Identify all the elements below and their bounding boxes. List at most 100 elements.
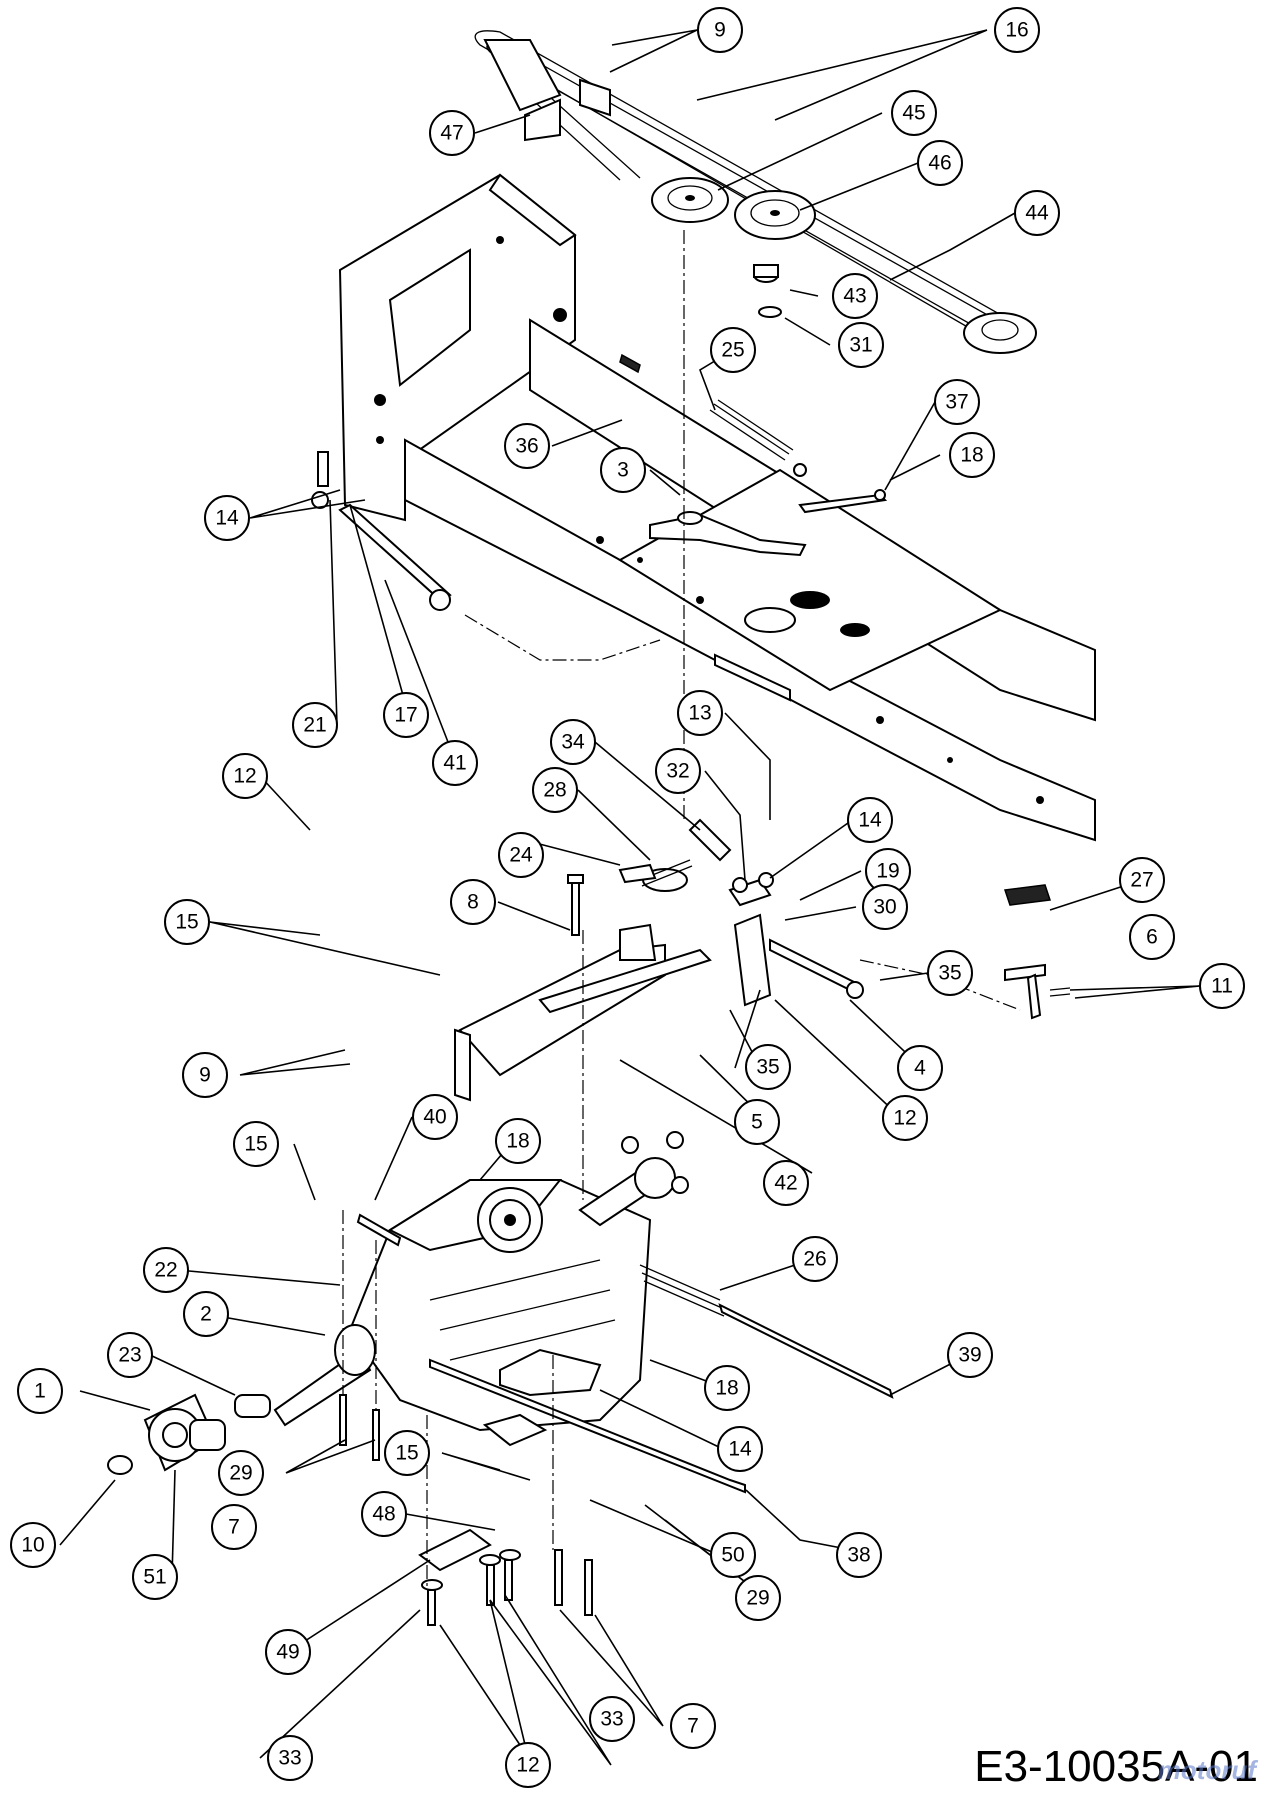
clutch-bracket-3	[649, 511, 807, 557]
svg-text:9: 9	[714, 19, 726, 42]
spring-25	[709, 399, 807, 477]
callout-19: 19	[865, 848, 911, 894]
callout-41: 41	[432, 740, 478, 786]
svg-text:48: 48	[372, 1503, 395, 1526]
svg-text:10: 10	[21, 1534, 44, 1557]
callout-44: 44	[1014, 190, 1060, 236]
svg-text:17: 17	[394, 704, 417, 727]
callout-35: 35	[927, 950, 973, 996]
idler-pulley-46	[734, 190, 816, 240]
bracket-47	[483, 39, 611, 142]
svg-text:30: 30	[873, 896, 896, 919]
callout-18: 18	[704, 1365, 750, 1411]
svg-text:38: 38	[847, 1544, 870, 1567]
callout-18: 18	[495, 1118, 541, 1164]
washer-10	[107, 1455, 133, 1475]
shaft-5	[454, 923, 712, 1102]
washer-31	[758, 306, 782, 318]
callout-47: 47	[429, 110, 475, 156]
svg-text:46: 46	[928, 152, 951, 175]
svg-text:12: 12	[233, 765, 256, 788]
callout-27: 27	[1119, 857, 1165, 903]
callout-1: 1	[17, 1368, 63, 1414]
svg-text:47: 47	[440, 122, 463, 145]
svg-text:34: 34	[561, 731, 585, 754]
svg-text:9: 9	[199, 1064, 211, 1087]
svg-text:15: 15	[175, 911, 198, 934]
callout-9: 9	[697, 7, 743, 53]
callout-22: 22	[143, 1247, 189, 1293]
drawing-code: E3-10035A-01	[974, 1742, 1258, 1791]
svg-text:16: 16	[1005, 19, 1028, 42]
callout-45: 45	[891, 90, 937, 136]
link-4	[769, 938, 864, 999]
callout-3: 3	[600, 447, 646, 493]
svg-text:7: 7	[687, 1715, 699, 1738]
callout-15: 15	[164, 899, 210, 945]
svg-text:1: 1	[34, 1380, 46, 1403]
callout-5: 5	[734, 1099, 780, 1145]
svg-text:25: 25	[721, 339, 744, 362]
svg-text:36: 36	[515, 435, 538, 458]
callout-12: 12	[882, 1095, 928, 1141]
svg-text:51: 51	[143, 1566, 166, 1589]
svg-text:15: 15	[244, 1133, 267, 1156]
callout-4: 4	[897, 1045, 943, 1091]
svg-text:3: 3	[617, 459, 629, 482]
callout-36: 36	[504, 423, 550, 469]
svg-text:35: 35	[756, 1056, 779, 1079]
svg-text:49: 49	[276, 1641, 299, 1664]
callout-39: 39	[947, 1332, 993, 1378]
svg-text:24: 24	[509, 844, 533, 867]
callout-42: 42	[763, 1160, 809, 1206]
callout-12: 12	[222, 753, 268, 799]
svg-text:23: 23	[118, 1344, 141, 1367]
svg-text:14: 14	[858, 809, 882, 832]
svg-text:11: 11	[1211, 975, 1233, 998]
bolt-8	[567, 874, 584, 936]
svg-text:39: 39	[958, 1344, 981, 1367]
callout-10: 10	[10, 1522, 56, 1568]
svg-text:8: 8	[467, 891, 479, 914]
bracket-50	[482, 1348, 602, 1447]
rod-41	[311, 451, 452, 611]
callout-18: 18	[949, 432, 995, 478]
svg-text:14: 14	[215, 507, 239, 530]
callout-12: 12	[505, 1742, 551, 1788]
watermark: motoruf	[1157, 1755, 1256, 1785]
idler-pulley-45	[651, 177, 729, 223]
svg-text:29: 29	[229, 1462, 252, 1485]
callout-50: 50	[710, 1532, 756, 1578]
callout-32: 32	[655, 748, 701, 794]
svg-text:42: 42	[774, 1172, 797, 1195]
callout-17: 17	[383, 692, 429, 738]
callout-28: 28	[532, 767, 578, 813]
callout-14: 14	[204, 495, 250, 541]
callout-34: 34	[550, 719, 596, 765]
svg-text:21: 21	[303, 714, 326, 737]
hub-1	[143, 1393, 226, 1472]
callout-15: 15	[233, 1121, 279, 1167]
svg-text:45: 45	[902, 102, 925, 125]
svg-text:27: 27	[1130, 869, 1153, 892]
svg-text:18: 18	[960, 444, 983, 467]
svg-text:2: 2	[200, 1303, 212, 1326]
svg-text:7: 7	[228, 1516, 240, 1539]
callout-51: 51	[132, 1554, 178, 1600]
engine-pulley	[963, 312, 1037, 354]
rod-37	[798, 489, 888, 514]
svg-text:31: 31	[849, 334, 872, 357]
svg-text:32: 32	[666, 760, 689, 783]
svg-text:4: 4	[914, 1057, 926, 1080]
svg-text:33: 33	[278, 1747, 301, 1770]
callout-35: 35	[745, 1044, 791, 1090]
svg-text:15: 15	[395, 1442, 418, 1465]
svg-text:29: 29	[746, 1587, 769, 1610]
svg-text:43: 43	[843, 285, 866, 308]
frame-assembly	[338, 173, 1096, 842]
svg-text:12: 12	[516, 1754, 539, 1777]
callout-14: 14	[847, 797, 893, 843]
svg-text:19: 19	[876, 860, 899, 883]
